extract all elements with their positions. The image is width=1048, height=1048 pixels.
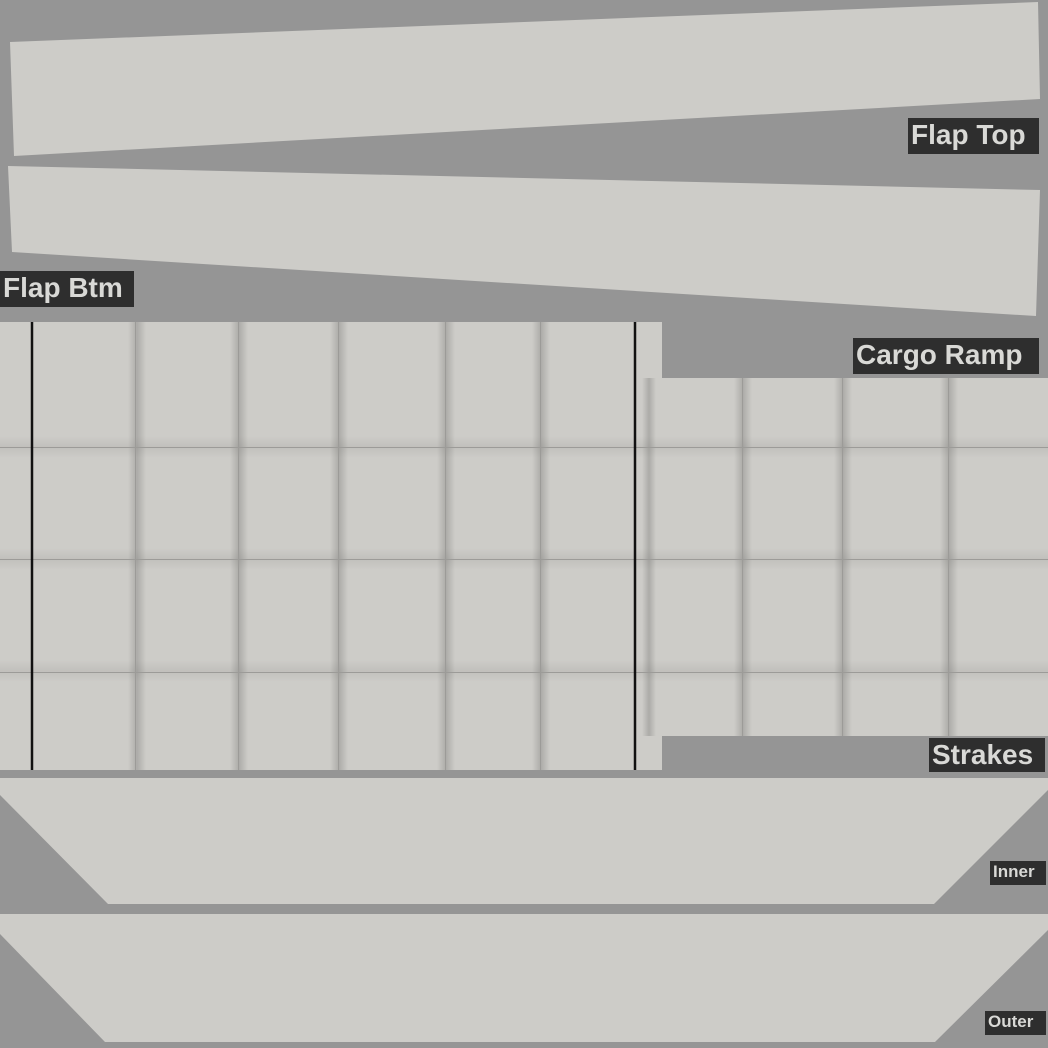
flap-top-label: Flap Top (908, 118, 1039, 154)
strakes-label: Strakes (929, 738, 1045, 772)
cargo-ramp-panel (0, 322, 1048, 770)
panel-seams (0, 322, 1048, 770)
strake-outer-panel (0, 914, 1048, 1042)
outer-label: Outer (985, 1011, 1046, 1035)
flap-bottom-label: Flap Btm (0, 271, 134, 307)
flap-top-panel (10, 2, 1040, 156)
cargo-ramp-label: Cargo Ramp (853, 338, 1039, 374)
strake-inner-panel (0, 778, 1048, 904)
flap-bottom-panel (8, 166, 1040, 316)
inner-label: Inner (990, 861, 1046, 885)
